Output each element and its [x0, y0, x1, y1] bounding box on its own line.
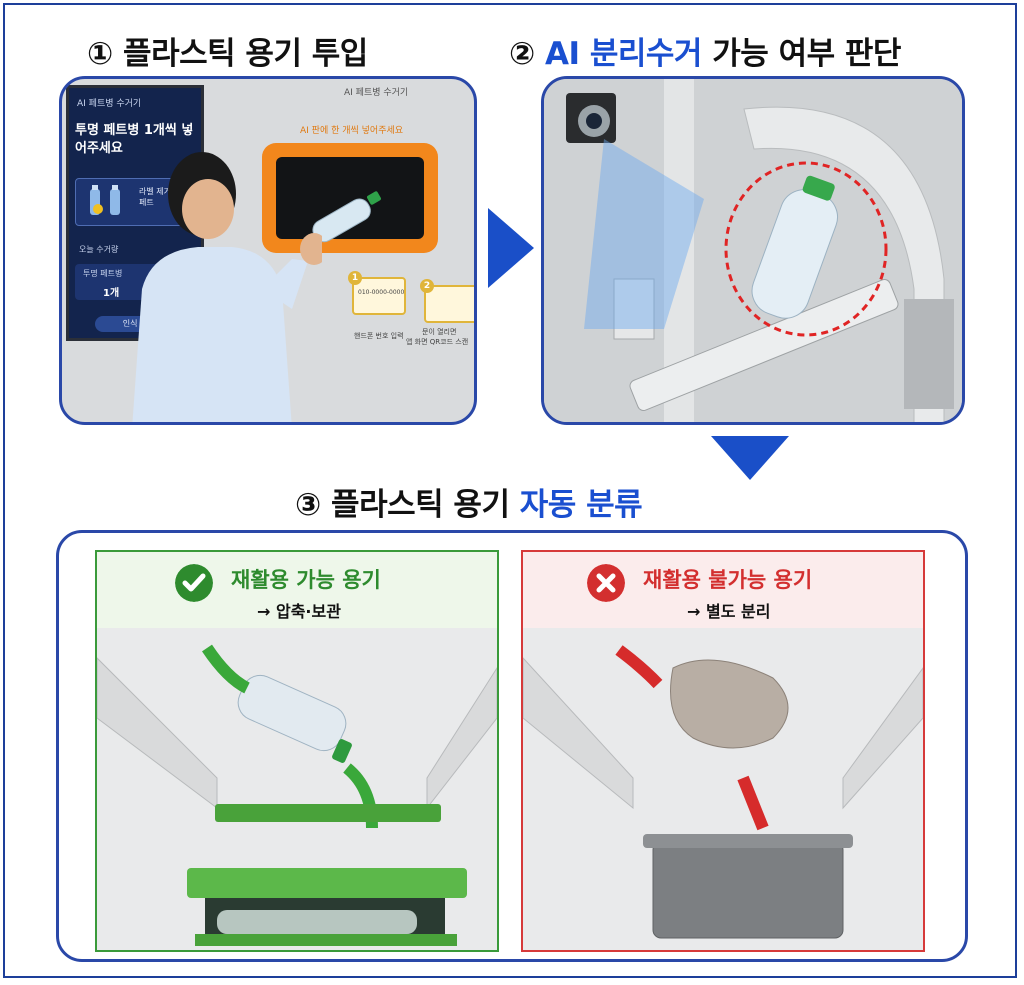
sorting-panel: 재활용 가능 용기 → 압축·보관	[56, 530, 968, 962]
person-figure	[132, 152, 322, 422]
non-recyclable-panel: 재활용 불가능 용기 → 별도 분리	[521, 550, 925, 952]
reject-bin	[652, 841, 844, 939]
recyclable-scene	[97, 628, 497, 950]
ai-judgement-panel	[541, 76, 965, 425]
non-recyclable-scene	[523, 628, 923, 950]
arrow-down-icon	[711, 436, 789, 480]
arrow-right-icon	[488, 208, 534, 288]
recyclable-header: 재활용 가능 용기 → 압축·보관	[97, 552, 497, 628]
step2-title: ② AI 분리수거 가능 여부 판단	[509, 36, 901, 72]
kiosk-screen-message: 투명 페트병 1개씩 넣어주세요	[75, 123, 194, 156]
step3-title: ③ 플라스틱 용기 자동 분류	[295, 487, 643, 523]
non-recyclable-header: 재활용 불가능 용기 → 별도 분리	[523, 552, 923, 628]
x-icon	[587, 564, 625, 602]
conveyor-arm	[629, 279, 899, 411]
camera-icon	[566, 93, 616, 143]
recyclable-note: → 압축·보관	[257, 602, 341, 621]
insert-slot	[262, 143, 438, 253]
check-icon	[175, 564, 213, 602]
outer-frame	[3, 3, 1017, 978]
recyclable-panel: 재활용 가능 용기 → 압축·보관	[95, 550, 499, 952]
phone-step-caption: 핸드폰 번호 입력	[354, 332, 404, 340]
qr-step-icon	[424, 285, 474, 323]
arrow-down-icon	[737, 775, 769, 831]
non-recyclable-title: 재활용 불가능 용기	[643, 568, 813, 592]
step1-title: ① 플라스틱 용기 투입	[87, 36, 368, 72]
qr-step-caption-1: 문이 열리면	[422, 328, 457, 336]
kiosk-card-label: 투명 페트병	[83, 269, 123, 278]
qr-step-caption-2: 앱 화면 QR코드 스캔	[406, 338, 469, 346]
insert-photo-panel: AI 페트병 수거기 투명 페트병 1개씩 넣어주세요 라벨 제거 투명 페트 …	[59, 76, 477, 425]
kiosk-box-text: 라벨 제거 투명 페트	[139, 187, 189, 207]
phone-number-step-icon	[352, 277, 406, 315]
bottle-icon	[751, 175, 838, 319]
arrow-icon	[615, 645, 663, 689]
non-recyclable-note: → 별도 분리	[687, 602, 771, 621]
kiosk-screen-header: AI 페트병 수거기	[77, 99, 142, 109]
step-icon-number-1: 1	[348, 271, 362, 285]
step-icon-number-2: 2	[420, 279, 434, 293]
camera-beam	[584, 139, 704, 329]
ai-scene	[544, 79, 962, 422]
bottle-icon	[90, 185, 120, 215]
machine-title: AI 페트병 수거기	[344, 88, 409, 98]
kiosk-card-value: 1개	[103, 288, 120, 299]
crushed-bottle-icon	[670, 659, 789, 749]
kiosk-today-label: 오늘 수거량	[79, 245, 119, 254]
slot-hint: AI 판에 한 개씩 넣어주세요	[300, 126, 404, 136]
arrow-icon	[202, 644, 250, 694]
recyclable-title: 재활용 가능 용기	[231, 568, 381, 592]
phone-code: 010-0000-0000	[358, 289, 405, 296]
detection-circle	[724, 161, 888, 337]
